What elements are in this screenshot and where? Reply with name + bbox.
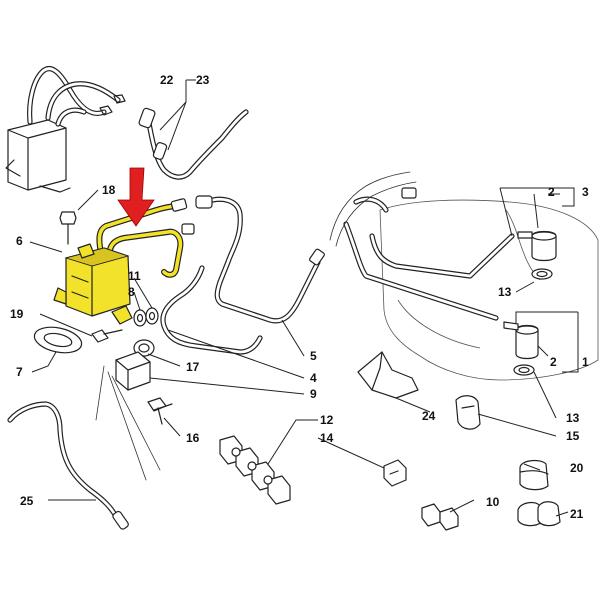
hose-22-23 [138, 107, 249, 180]
label-7: 7 [16, 365, 23, 379]
label-12: 12 [320, 413, 334, 427]
inset-canister-assembly [5, 66, 126, 193]
clip-strip-12 [219, 435, 291, 505]
label-18: 18 [102, 183, 116, 197]
label-6: 6 [16, 234, 23, 248]
label-3: 3 [582, 185, 589, 199]
label-17: 17 [186, 360, 200, 374]
small-fasteners [33, 211, 173, 425]
leads-to-9 [95, 365, 161, 481]
label-24: 24 [422, 409, 436, 423]
label-22: 22 [160, 73, 174, 87]
clips-right [383, 459, 561, 531]
label-9: 9 [310, 387, 317, 401]
label-10: 10 [486, 495, 500, 509]
label-14: 14 [320, 431, 334, 445]
label-16: 16 [186, 431, 200, 445]
label-5: 5 [310, 349, 317, 363]
label-2-top: 2 [548, 185, 555, 199]
label-13-bottom: 13 [566, 411, 580, 425]
leader-lines [29, 79, 579, 517]
label-11: 11 [128, 269, 141, 283]
hose-lines-4-5 [160, 195, 325, 355]
label-15: 15 [566, 429, 580, 443]
bracket-24-clip-15 [357, 351, 481, 430]
label-8: 8 [128, 285, 135, 299]
label-13-top: 13 [498, 285, 512, 299]
fuel-lines-right [329, 171, 557, 376]
label-4: 4 [310, 371, 317, 385]
label-23: 23 [196, 73, 210, 87]
label-25: 25 [20, 494, 34, 508]
label-19: 19 [10, 307, 24, 321]
part-labels: 22 23 18 6 11 8 19 7 17 5 4 9 12 24 16 1… [10, 73, 589, 521]
cable-25 [7, 401, 129, 530]
label-1: 1 [582, 355, 589, 369]
label-20: 20 [570, 461, 584, 475]
label-2-bottom: 2 [550, 355, 557, 369]
fuel-vapour-canister-6 [53, 198, 195, 325]
label-21: 21 [570, 507, 584, 521]
red-callout-arrow [117, 167, 155, 227]
